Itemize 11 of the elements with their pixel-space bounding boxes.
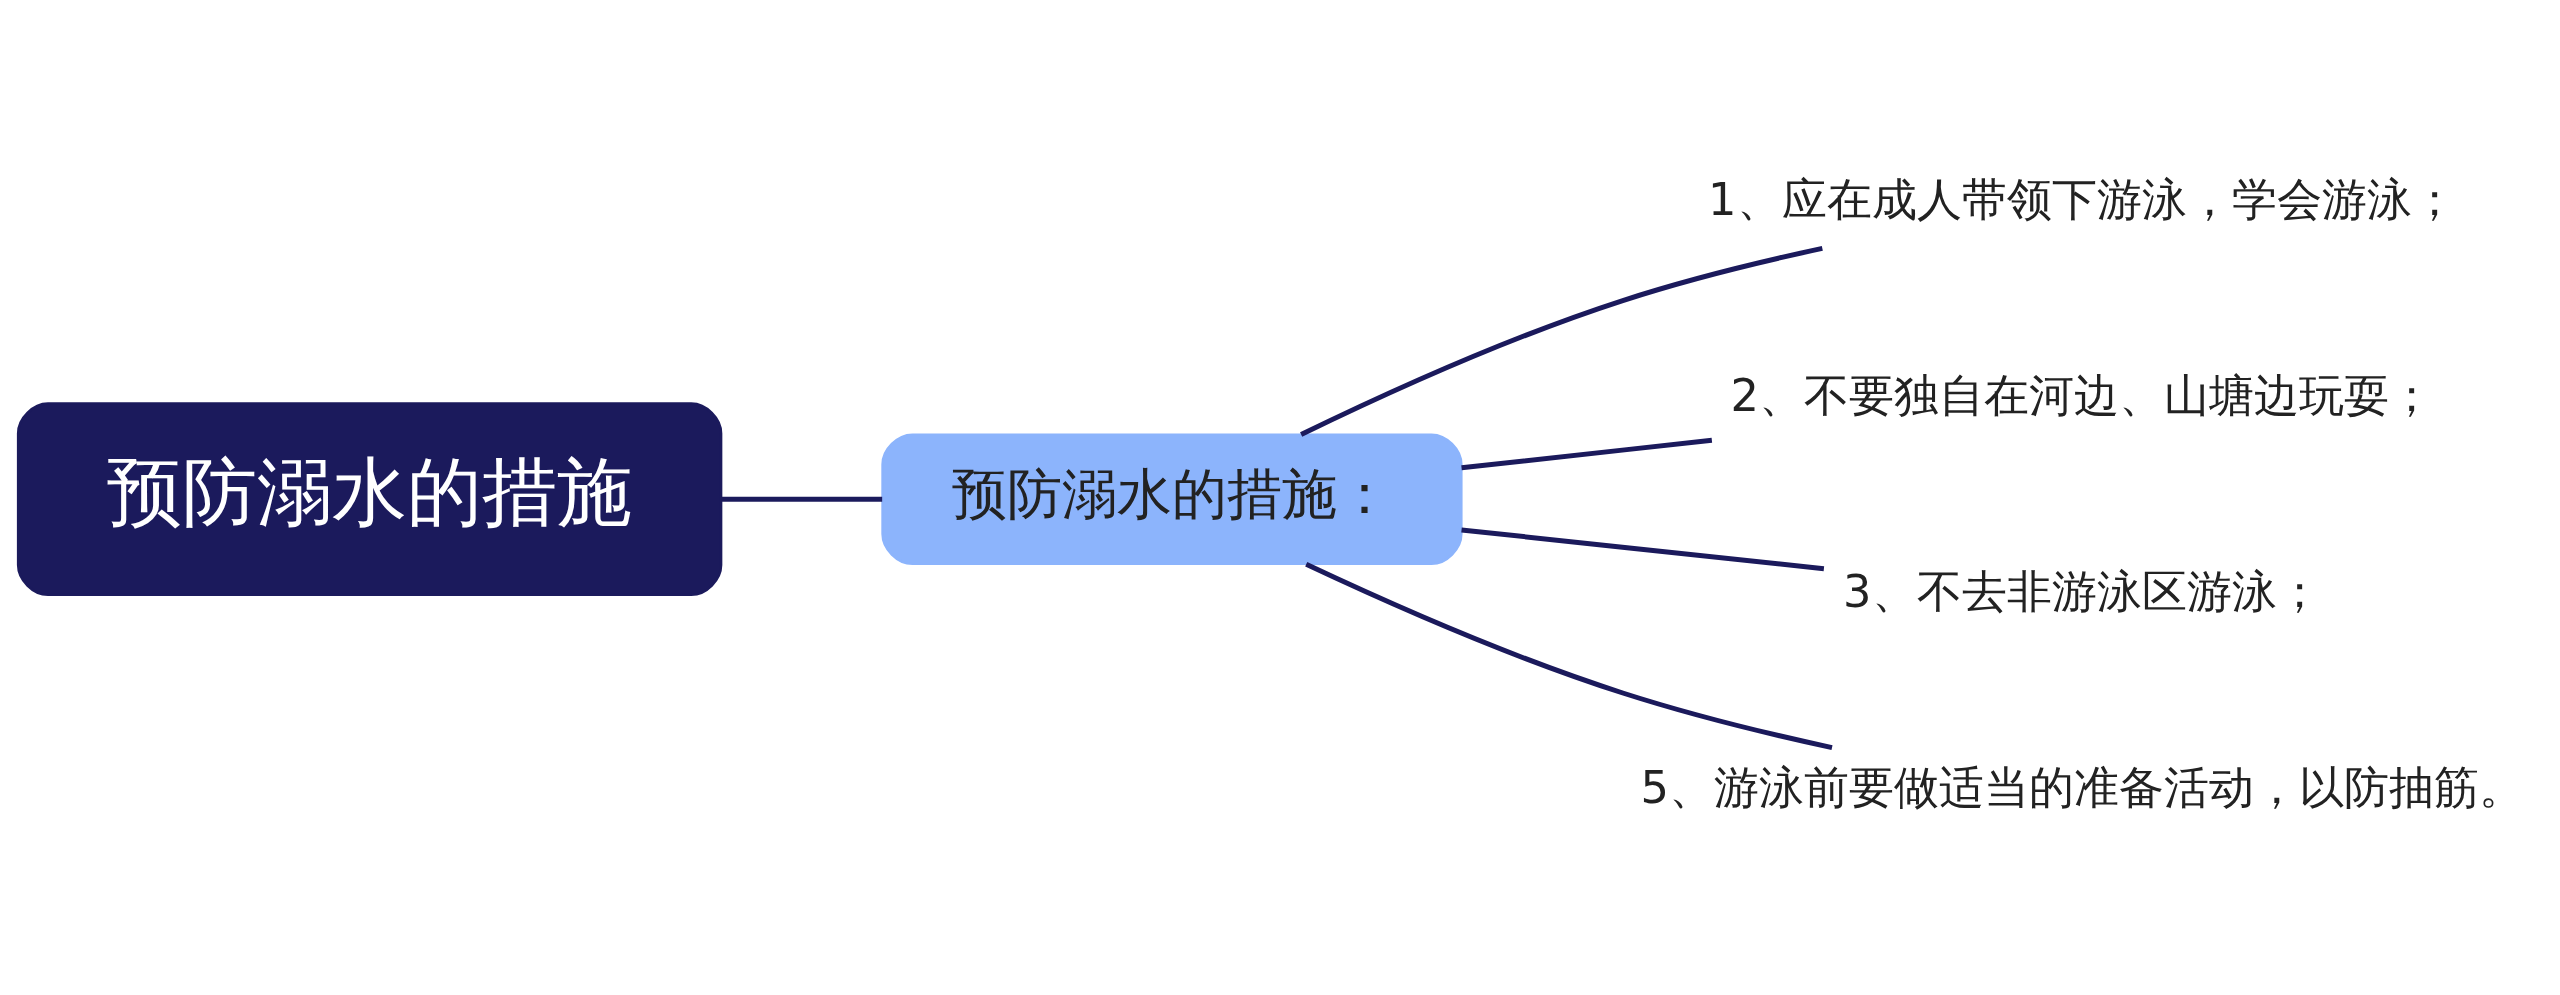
connector [721, 496, 883, 502]
node-text: 1、应在成人带领下游泳，学会游泳； [1708, 172, 2457, 226]
node-text: 3、不去非游泳区游泳； [1843, 564, 2322, 618]
node-box: 预防溺水的措施 [16, 401, 723, 596]
node-text: 5、游泳前要做适当的准备活动，以防抽筋。 [1640, 760, 2525, 814]
node-box: 预防溺水的措施： [881, 432, 1463, 565]
node-text: 2、不要独自在河边、山塘边玩耍； [1730, 368, 2435, 422]
connector [1461, 437, 1713, 470]
connector [1300, 245, 1823, 437]
connector [1461, 527, 1825, 571]
connector [1305, 561, 1833, 750]
